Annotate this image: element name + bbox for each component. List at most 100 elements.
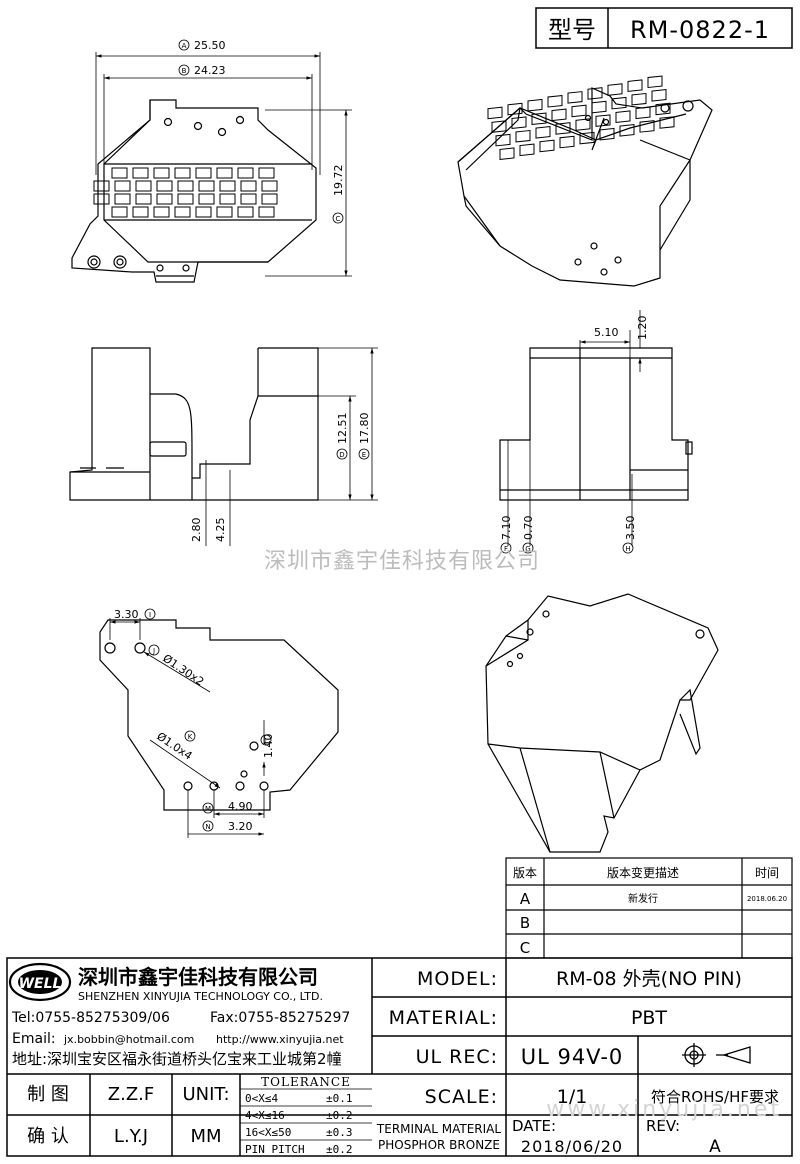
title-block (6, 957, 793, 1157)
window-cell (258, 206, 275, 218)
top-dims: A 25.50 B 24.23 19.72 C (178, 39, 345, 224)
date-label: DATE: (512, 1117, 556, 1135)
rev-header-version: 版本 (513, 866, 537, 880)
iso-window-cell (599, 127, 615, 141)
watermark: 深圳市鑫宇佳科技有限公司 (264, 549, 540, 574)
iso-window-cell (539, 139, 555, 153)
rev-label: REV: (646, 1117, 680, 1135)
iso-window-cell (659, 116, 675, 129)
company-email-label: Email: (12, 1031, 56, 1047)
dim-tag-f-letter: F (504, 545, 508, 553)
dim-tag-e-letter: E (362, 451, 366, 459)
top-view-grid (93, 167, 278, 218)
terminal-label-1: TERMINAL MATERIAL (376, 1122, 501, 1136)
dim-tag-j (148, 644, 160, 656)
rev-value: A (709, 1137, 721, 1157)
iso-window-cell (591, 100, 607, 114)
model-label: MODEL: (417, 968, 498, 990)
window-cell (93, 193, 110, 205)
side-dims: 5.10 1.20 7.10 F 0.70 G 3.50 H (500, 316, 649, 554)
front-view (69, 347, 378, 546)
top-view (71, 52, 352, 283)
iso-window-cell (519, 143, 535, 157)
iso-window-cell (655, 102, 671, 116)
logo-text: WELL (19, 976, 62, 992)
window-cell (135, 193, 152, 205)
check-value: L.Y.J (114, 1126, 148, 1147)
iso-window-cell (651, 89, 667, 102)
bottom-dims: 3.30 I J Ø1.30x2 K Ø1.0x4 1.40 L 4.90 M … (114, 608, 275, 833)
iso-window-cell (567, 91, 583, 104)
iso-window-cell (627, 79, 643, 92)
dim-tag-f (500, 542, 512, 554)
iso-window-cell (639, 120, 655, 133)
dim-tag-b-letter: B (182, 67, 187, 75)
company-fax: Fax:0755-85275297 (210, 1010, 350, 1026)
iso-window-cell (531, 112, 547, 126)
dim-n: 3.20 (228, 820, 253, 833)
side-view (499, 310, 693, 546)
tol-range-0: 0<X≤4 (245, 1092, 278, 1105)
rev-a-date: 2018.06.20 (747, 895, 787, 903)
unit-value: MM (190, 1126, 221, 1147)
window-cell (135, 180, 152, 192)
window-cell (93, 180, 110, 192)
dim-tag-k (184, 730, 196, 742)
bottom-view (99, 618, 339, 838)
rev-b: B (520, 914, 530, 932)
window-cell (132, 167, 149, 179)
dim-t: 1.20 (636, 316, 649, 341)
iso-window-cell (587, 87, 603, 100)
ulrec-value: UL 94V-0 (521, 1045, 624, 1069)
tol-value-1: ±0.2 (326, 1109, 353, 1122)
watermark-url: www.xinyujia.net (546, 1097, 782, 1122)
dim-tag-g (522, 542, 534, 554)
iso-window-cell (515, 129, 531, 143)
iso-window-cell (511, 116, 527, 129)
revision-table-text: 版本 版本变更描述 时间 A 新发行 2018.06.20 B C (513, 865, 787, 957)
company-email: jx.bobbin@hotmail.com (63, 1033, 194, 1046)
iso-window-cell (559, 135, 575, 149)
dim-b: 24.23 (194, 64, 226, 77)
window-cell (114, 180, 131, 192)
window-cell (153, 206, 170, 218)
window-cell (261, 180, 278, 192)
iso-window-cell (571, 104, 587, 118)
rev-c: C (520, 939, 530, 957)
company-name-en: SHENZHEN XINYUJIA TECHNOLOGY CO., LTD. (78, 990, 323, 1003)
window-cell (240, 193, 257, 205)
iso-window-cell (495, 133, 511, 147)
material-label: MATERIAL: (389, 1007, 498, 1029)
dim-tag-i (144, 608, 156, 620)
iso-window-cell (551, 108, 567, 122)
dim-j: Ø1.30x2 (160, 652, 206, 689)
dim-tag-m (202, 802, 214, 814)
dim-i: 3.30 (114, 608, 139, 621)
rev-header-desc: 版本变更描述 (607, 865, 679, 880)
ulrec-label: UL REC: (416, 1046, 498, 1068)
window-cell (195, 206, 212, 218)
dim-tag-d (336, 448, 348, 460)
dim-d: 12.51 (336, 413, 349, 445)
window-cell (156, 193, 173, 205)
iso-window-cell (527, 98, 543, 112)
window-cell (174, 206, 191, 218)
dim-h2: 4.25 (214, 518, 227, 543)
material-value: PBT (631, 1007, 667, 1029)
model-code: RM-0822-1 (630, 16, 770, 44)
tol-value-3: ±0.2 (326, 1143, 353, 1156)
iso-window-cell (615, 110, 631, 124)
dim-c: 19.72 (332, 165, 345, 197)
dim-tag-a (178, 39, 190, 51)
dim-w: 5.10 (594, 326, 619, 339)
dim-tag-l-letter: L (264, 737, 268, 745)
iso-window-cell (579, 131, 595, 145)
company-info: 深圳市鑫宇佳科技有限公司 SHENZHEN XINYUJIA TECHNOLOG… (11, 965, 350, 1068)
iso-window-cell (647, 75, 663, 89)
tol-value-0: ±0.1 (326, 1092, 353, 1105)
iso-window-cell (611, 96, 627, 110)
front-dims: 2.80 4.25 12.51 D 17.80 E (190, 413, 371, 543)
window-cell (195, 167, 212, 179)
iso-window-cell (499, 147, 515, 161)
scale-label: SCALE: (425, 1086, 498, 1108)
